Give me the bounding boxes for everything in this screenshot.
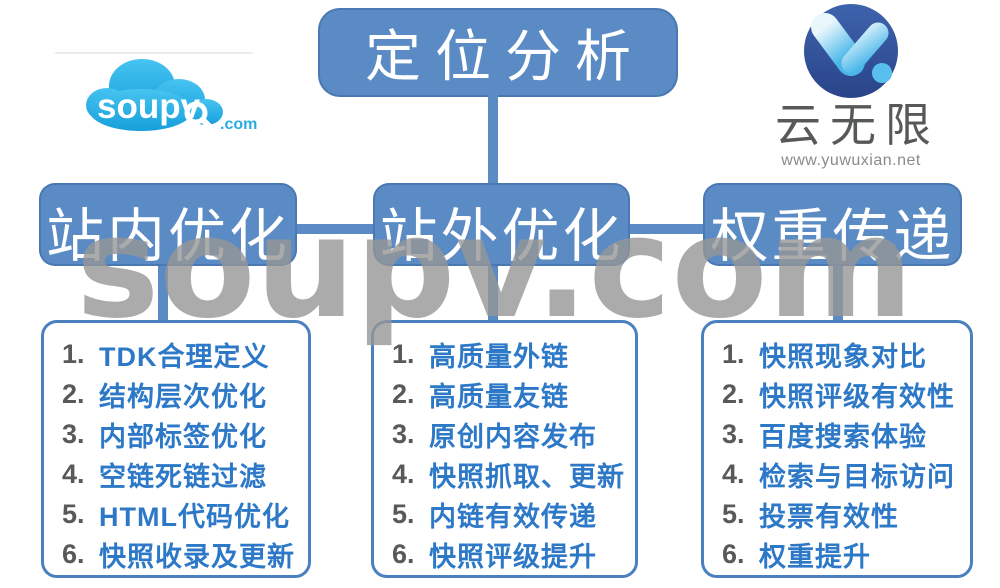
list-item: 5. HTML代码优化 — [62, 494, 308, 534]
list-item-number: 3. — [392, 418, 415, 449]
list-item-text: 内部标签优化 — [99, 421, 267, 452]
list-item-number: 2. — [392, 378, 415, 409]
node-weight-transfer: 权重传递 — [703, 183, 962, 269]
list-item: 6. 快照收录及更新 — [62, 534, 308, 574]
list-item: 4. 检索与目标访问 — [722, 454, 970, 494]
soupv-cloud-icon: soupv .com — [86, 59, 257, 133]
list-item-number: 6. — [62, 538, 85, 569]
list-item-text: 内链有效传递 — [429, 501, 597, 532]
list-item-number: 4. — [392, 458, 415, 489]
list-item: 3. 内部标签优化 — [62, 414, 308, 454]
list-item: 3. 百度搜索体验 — [722, 414, 970, 454]
list-item-text: 快照收录及更新 — [99, 541, 295, 572]
list-item: 3. 原创内容发布 — [392, 414, 635, 454]
list-item: 4. 快照抓取、更新 — [392, 454, 635, 494]
divider-line — [55, 52, 253, 54]
node-positioning-analysis: 定位分析 — [318, 8, 678, 97]
list-item-number: 6. — [722, 538, 745, 569]
soupv-logo-text: soupv — [97, 87, 201, 126]
list-item-number: 3. — [722, 418, 745, 449]
list-item-number: 1. — [392, 338, 415, 369]
node-label: 站外优化 — [379, 203, 624, 269]
list-item-text: 高质量外链 — [429, 341, 569, 372]
list-item-number: 6. — [392, 538, 415, 569]
list-item-text: 快照评级提升 — [429, 541, 597, 572]
onsite-optimization-list: 1. TDK合理定义 2. 结构层次优化 3. 内部标签优化 4. 空链死链过滤 5. HTML代… — [41, 320, 311, 578]
weight-transfer-list: 1. 快照现象对比 2. 快照评级有效性 3. 百度搜索体验 4. 检索与目标访问 5. 投票有效… — [701, 320, 973, 578]
soupv-logo: soupv .com — [84, 56, 260, 138]
list-item-number: 5. — [722, 498, 745, 529]
list-item: 1. TDK合理定义 — [62, 334, 308, 374]
list-item: 4. 空链死链过滤 — [62, 454, 308, 494]
list-item: 2. 快照评级有效性 — [722, 374, 970, 414]
list-item-text: 检索与目标访问 — [759, 461, 955, 492]
node-offsite-optimization: 站外优化 — [373, 183, 630, 269]
list-item: 6. 权重提升 — [722, 534, 970, 574]
connector-onsite-offsite — [295, 224, 375, 234]
list-item: 1. 快照现象对比 — [722, 334, 970, 374]
connector-offsite-weight — [628, 224, 705, 234]
list-item-text: 高质量友链 — [429, 381, 569, 412]
yuwuxian-logo: 云无限 www.yuwuxian.net — [766, 0, 936, 170]
list-item: 2. 高质量友链 — [392, 374, 635, 414]
list-item-text: TDK合理定义 — [99, 341, 270, 372]
yuwuxian-url: www.yuwuxian.net — [781, 151, 921, 169]
list-item-text: 快照评级有效性 — [759, 381, 955, 412]
list-item-number: 4. — [62, 458, 85, 489]
list-item-text: 快照现象对比 — [759, 341, 927, 372]
list-item-number: 5. — [392, 498, 415, 529]
list-item-text: 结构层次优化 — [99, 381, 267, 412]
list-item-text: 投票有效性 — [759, 501, 899, 532]
list-item-text: 权重提升 — [759, 541, 871, 572]
soupv-logo-tld: .com — [220, 116, 257, 133]
list-item-number: 1. — [722, 338, 745, 369]
list-item-number: 5. — [62, 498, 85, 529]
list-item-text: 原创内容发布 — [429, 421, 597, 452]
list-item-text: 快照抓取、更新 — [429, 461, 625, 492]
connector-root-to-offsite — [488, 95, 498, 187]
connector-weight-to-list — [833, 262, 843, 322]
list-item: 1. 高质量外链 — [392, 334, 635, 374]
list-item-text: HTML代码优化 — [99, 501, 290, 532]
node-onsite-optimization: 站内优化 — [39, 183, 297, 269]
connector-onsite-to-list — [158, 262, 168, 322]
list-item: 5. 投票有效性 — [722, 494, 970, 534]
list-item: 6. 快照评级提升 — [392, 534, 635, 574]
list-item-number: 1. — [62, 338, 85, 369]
node-label: 权重传递 — [710, 203, 955, 269]
magnifier-icon — [184, 101, 214, 131]
yuwuxian-logo-icon — [804, 4, 898, 98]
list-item-number: 3. — [62, 418, 85, 449]
connector-offsite-to-list — [488, 262, 498, 322]
list-item-number: 2. — [62, 378, 85, 409]
list-item: 5. 内链有效传递 — [392, 494, 635, 534]
list-item-number: 4. — [722, 458, 745, 489]
list-item-text: 百度搜索体验 — [759, 421, 927, 452]
node-label: 站内优化 — [45, 203, 290, 269]
yuwuxian-title: 云无限 — [775, 99, 940, 151]
list-item-text: 空链死链过滤 — [99, 461, 267, 492]
list-item-number: 2. — [722, 378, 745, 409]
list-item: 2. 结构层次优化 — [62, 374, 308, 414]
